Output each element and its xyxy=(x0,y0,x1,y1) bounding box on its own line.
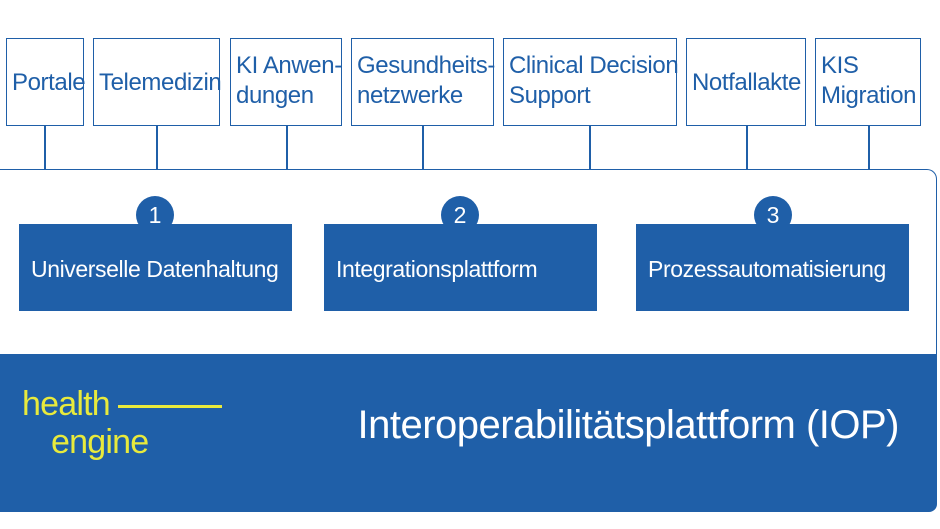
connector-line xyxy=(44,126,46,170)
application-box-clinical-decision-support: Clinical Decision Support xyxy=(503,38,679,126)
iop-platform-band: health engine Interoperabilitätsplattfor… xyxy=(0,354,937,512)
application-label: Notfallakte xyxy=(692,69,801,96)
application-box-gesundheitsnetzwerke: Gesundheits- netzwerke xyxy=(351,38,495,126)
application-label-line1: Clinical Decision xyxy=(509,52,679,79)
application-label: Telemedizin xyxy=(99,69,222,96)
application-box-portale: Portale xyxy=(6,38,86,126)
connector-line xyxy=(156,126,158,170)
application-box-ki-anwendungen: KI Anwen- dungen xyxy=(230,38,342,126)
logo-dash xyxy=(118,405,222,408)
application-label-line2: netzwerke xyxy=(357,82,463,109)
connector-line xyxy=(868,126,870,170)
pillar-integrationsplattform: Integrationsplattform xyxy=(324,224,597,311)
logo-text-engine: engine xyxy=(51,423,149,461)
pillar-label: Prozessautomatisierung xyxy=(648,256,886,282)
application-label-line2: Support xyxy=(509,82,591,109)
application-box-notfallakte: Notfallakte xyxy=(686,38,806,126)
application-label-line2: dungen xyxy=(236,82,314,109)
health-engine-logo: health engine xyxy=(22,385,222,461)
pillar-label: Integrationsplattform xyxy=(336,256,538,282)
connector-line xyxy=(746,126,748,170)
pillar-prozessautomatisierung: Prozessautomatisierung xyxy=(636,224,909,311)
logo-text-health: health xyxy=(22,385,111,423)
application-box-kis-migration: KIS Migration xyxy=(815,38,921,126)
pillar-universelle-datenhaltung: Universelle Datenhaltung xyxy=(19,224,292,311)
application-label-line2: Migration xyxy=(821,82,917,109)
application-box-telemedizin: Telemedizin xyxy=(93,38,222,126)
platform-frame xyxy=(0,169,937,355)
connector-line xyxy=(422,126,424,170)
application-label-line1: Gesundheits- xyxy=(357,52,495,79)
connector-line xyxy=(286,126,288,170)
application-label: Portale xyxy=(12,69,86,96)
connector-line xyxy=(589,126,591,170)
pillar-label: Universelle Datenhaltung xyxy=(31,256,279,282)
application-label-line1: KI Anwen- xyxy=(236,52,342,79)
platform-title: Interoperabilitätsplattform (IOP) xyxy=(357,403,900,447)
application-label-line1: KIS xyxy=(821,52,859,79)
